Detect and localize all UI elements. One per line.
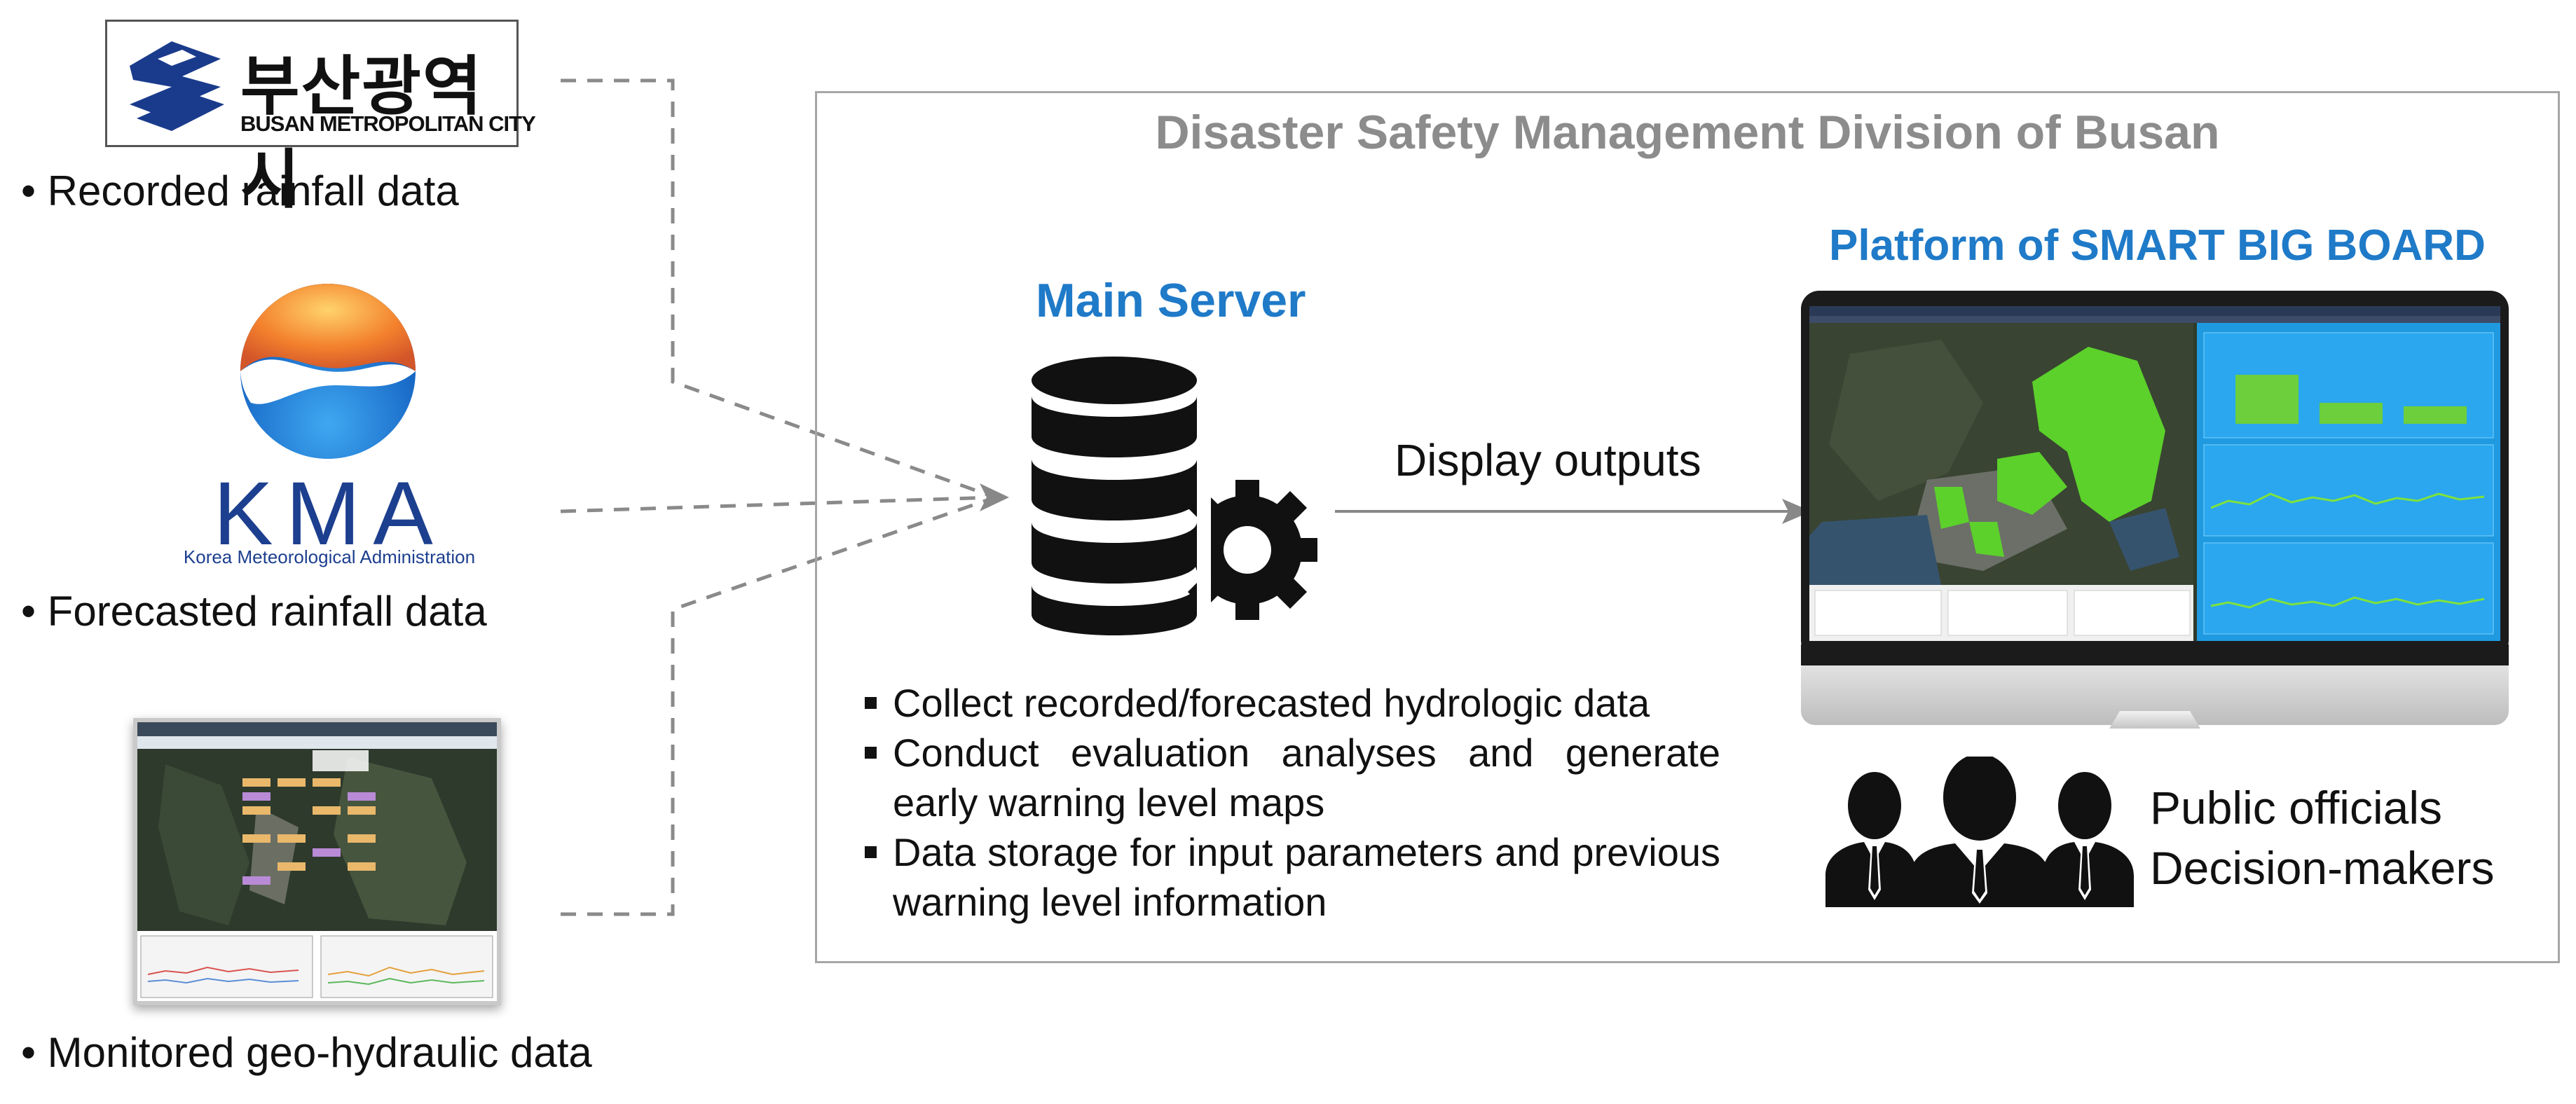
kma-logo-subtitle: Korea Meteorological Administration (183, 546, 476, 567)
gear-icon (1177, 459, 1317, 641)
kma-logo-icon (240, 284, 416, 459)
connector-kma (560, 495, 996, 513)
kma-logo: KMA Korea Meteorological Administration (168, 280, 491, 574)
connector-busan (561, 78, 996, 499)
users-line-2: Decision-makers (2150, 842, 2495, 894)
division-box (815, 91, 2560, 963)
monitoring-screenshot-image (137, 722, 497, 1001)
dashed-connectors (560, 78, 996, 916)
monitoring-system-screenshot (133, 718, 501, 1005)
connector-monitor (561, 495, 996, 916)
display-arrowhead (1782, 499, 1811, 524)
display-outputs-label: Display outputs (1395, 435, 1701, 485)
task-item: Collect recorded/forecasted hydrologic d… (862, 678, 1720, 728)
busan-logo-english: BUSAN METROPOLITAN CITY (240, 111, 536, 136)
server-task-list: Collect recorded/forecasted hydrologic d… (862, 678, 1720, 927)
monitor-icon (1801, 291, 2509, 729)
recorded-rainfall-label: • Recorded rainfall data (21, 167, 459, 214)
forecasted-rainfall-label: • Forecasted rainfall data (21, 588, 487, 635)
input-arrowheads (980, 483, 1009, 511)
task-item: Conduct evaluation analyses and generate… (862, 728, 1720, 827)
busan-logo: 부산광역시 BUSAN METROPOLITAN CITY (105, 20, 536, 216)
users-label: Public officials Decision-makers (2150, 778, 2494, 898)
database-icon (1032, 357, 1197, 635)
busan-logo-icon (130, 41, 224, 131)
busan-logo-korean: 부산광역시 (240, 51, 484, 216)
people-icon (1825, 757, 2134, 907)
server-icon (1032, 357, 1317, 641)
main-server-title: Main Server (1036, 274, 1306, 327)
platform-title: Platform of SMART BIG BOARD (1829, 221, 2486, 270)
monitored-data-label: • Monitored geo-hydraulic data (21, 1029, 592, 1076)
division-title: Disaster Safety Management Division of B… (1155, 106, 2220, 159)
users-line-1: Public officials (2150, 782, 2442, 834)
kma-logo-text: KMA (213, 464, 446, 564)
task-item: Data storage for input parameters and pr… (862, 827, 1720, 927)
